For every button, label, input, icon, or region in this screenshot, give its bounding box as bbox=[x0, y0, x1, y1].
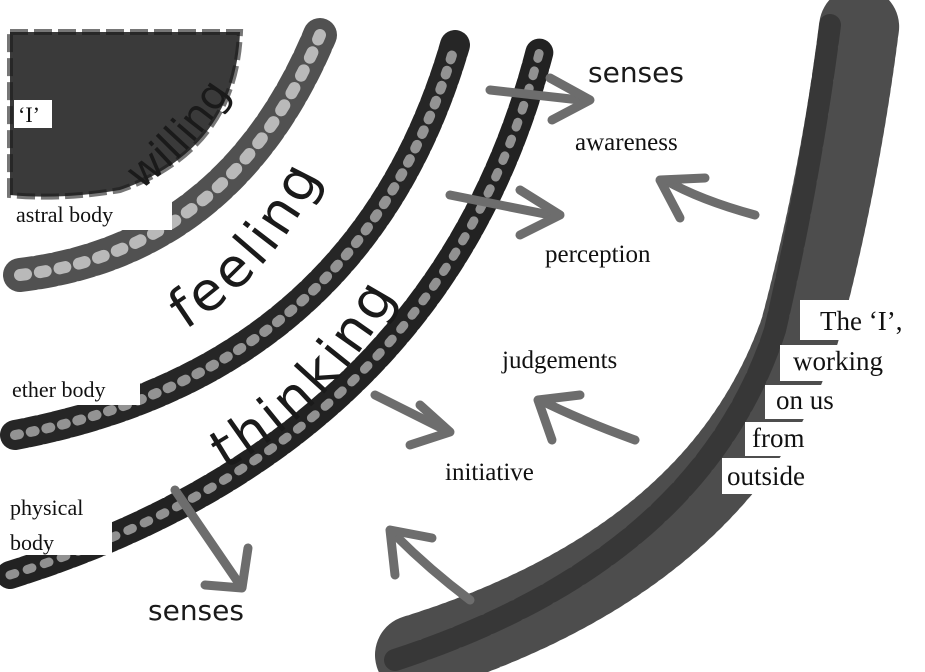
label-initiative: initiative bbox=[445, 459, 534, 486]
label-senses-top: senses bbox=[588, 56, 684, 89]
label-senses-bottom: senses bbox=[148, 594, 244, 627]
arrow-to-awareness bbox=[660, 178, 755, 218]
label-perception: perception bbox=[545, 241, 651, 268]
arrow-to-initiative bbox=[375, 395, 450, 445]
label-judgements: judgements bbox=[501, 347, 617, 374]
arrow-from-outside-bottom bbox=[390, 530, 470, 600]
label-outside-line2: working bbox=[793, 346, 883, 376]
label-i: ‘I’ bbox=[18, 102, 40, 127]
label-outside-line3: on us bbox=[776, 385, 834, 415]
label-outside-line5: outside bbox=[727, 461, 805, 491]
label-awareness: awareness bbox=[575, 129, 678, 156]
label-astral-body: astral body bbox=[16, 202, 113, 227]
label-physical: physical bbox=[10, 495, 83, 520]
label-outside-line1: The ‘I’, bbox=[820, 306, 902, 336]
outside-i-band bbox=[395, 20, 860, 660]
label-body: body bbox=[10, 530, 54, 555]
label-outside-line4: from bbox=[752, 423, 804, 453]
label-ether-body: ether body bbox=[12, 377, 105, 402]
arrow-to-judgements bbox=[538, 395, 635, 440]
arrow-to-senses-bottom bbox=[175, 490, 248, 588]
